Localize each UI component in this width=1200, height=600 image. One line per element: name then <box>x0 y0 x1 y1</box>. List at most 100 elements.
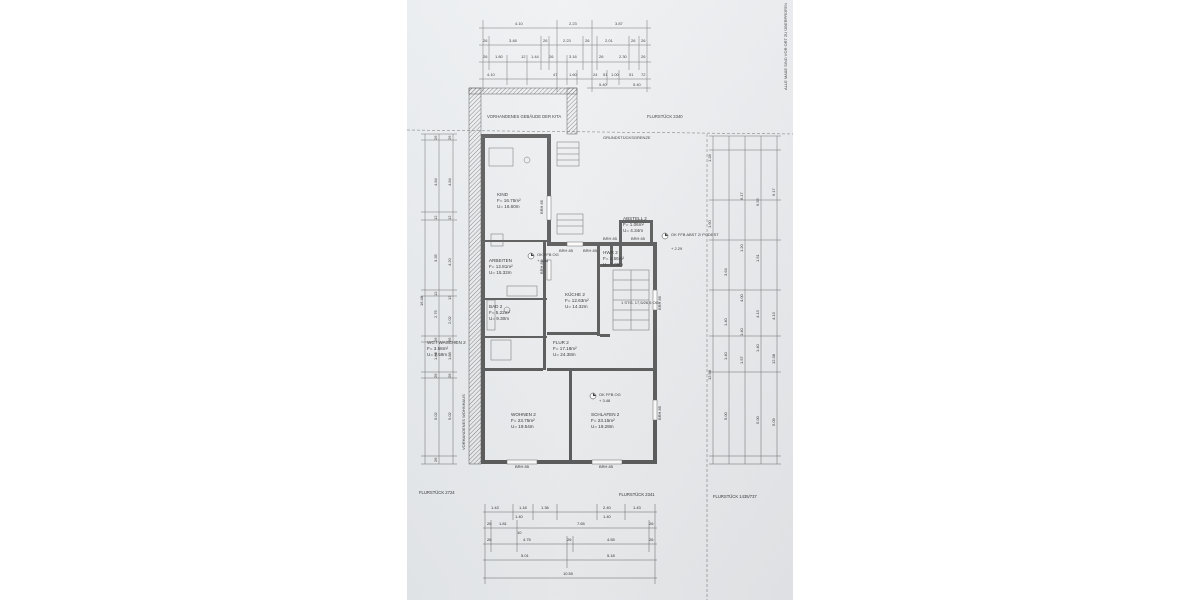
top-dim-r2-8: 26 <box>641 38 646 43</box>
room-bad: BAD 2 F= 5.22m² U= 9.30m <box>489 304 511 321</box>
top-dim-r2-7: 26 <box>631 38 636 43</box>
label-treppe: 1 STG. 17,5/26,5 OG <box>621 300 659 305</box>
svg-text:1.60: 1.60 <box>707 219 712 228</box>
top-dim-r3-1: 26 <box>483 54 488 59</box>
svg-text:1.57: 1.57 <box>739 355 744 364</box>
label-grenze: GRUNDSTÜCKSGRENZE <box>603 135 651 140</box>
svg-text:12.38: 12.38 <box>771 353 776 364</box>
svg-text:26: 26 <box>447 135 452 140</box>
svg-text:U= 16.60m: U= 16.60m <box>497 204 520 209</box>
svg-text:OK FFB OG: OK FFB OG <box>537 252 559 257</box>
svg-text:1.40: 1.40 <box>755 343 760 352</box>
plan-sheet: ALLE MAßE SIND VOR ORT ZU ÜBERPRÜFEN 4.1… <box>407 0 793 600</box>
room-abstell: ABSTELL 2 F= 1.06m² U= 4.34m <box>623 216 647 233</box>
svg-text:5.02: 5.02 <box>433 411 438 420</box>
walls <box>481 134 657 464</box>
svg-text:BRH 85: BRH 85 <box>657 295 662 310</box>
svg-text:1.51: 1.51 <box>755 253 760 262</box>
room-wc: WC / WASCHEN 2 F= 3.58m² U= 7.58m <box>427 340 466 357</box>
svg-text:F= 1.06m²: F= 1.06m² <box>623 222 645 227</box>
svg-text:BRH 85: BRH 85 <box>539 259 544 274</box>
top-dim-r3-4: 1.44 <box>531 54 540 59</box>
svg-text:U= 6.09m: U= 6.09m <box>603 262 623 267</box>
staircase <box>556 141 650 331</box>
svg-text:26: 26 <box>447 373 452 378</box>
windows <box>506 195 658 465</box>
top-dim-r2-1: 26 <box>483 38 488 43</box>
room-schlafen: SCHLAFEN 2 F= 23.15m² U= 19.28m <box>591 412 620 429</box>
svg-text:ARBEITEN: ARBEITEN <box>489 258 512 263</box>
svg-text:6.17: 6.17 <box>739 191 744 200</box>
svg-text:26: 26 <box>649 537 654 542</box>
svg-text:10: 10 <box>517 530 522 535</box>
svg-text:5.00: 5.00 <box>755 415 760 424</box>
svg-text:5.01: 5.01 <box>521 553 530 558</box>
level-marker-3: OK FFB ABST 2/ PODEST + 2.29 <box>661 232 719 251</box>
svg-text:BRH 85: BRH 85 <box>559 248 574 253</box>
top-dim-r2-3: 26 <box>543 38 548 43</box>
svg-text:4.20: 4.20 <box>447 257 452 266</box>
svg-text:F= 5.22m²: F= 5.22m² <box>489 310 511 315</box>
svg-text:SCHLAFEN 2: SCHLAFEN 2 <box>591 412 620 417</box>
svg-text:1.40: 1.40 <box>739 327 744 336</box>
svg-text:U= 19.28m: U= 19.28m <box>591 424 614 429</box>
svg-text:12: 12 <box>447 295 452 300</box>
svg-text:FLUR 2: FLUR 2 <box>553 340 569 345</box>
svg-text:1.43: 1.43 <box>491 505 500 510</box>
room-wohnen: WOHNEN 2 F= 23.75m² U= 19.54m <box>511 412 536 429</box>
svg-text:26: 26 <box>433 337 438 342</box>
svg-text:+ 2.29: + 2.29 <box>671 246 683 251</box>
measure-note: ALLE MAßE SIND VOR ORT ZU ÜBERPRÜFEN <box>783 3 788 90</box>
top-dim-r3-5: 26 <box>549 54 554 59</box>
svg-text:ABSTELL 2: ABSTELL 2 <box>623 216 647 221</box>
svg-text:1.18: 1.18 <box>519 505 528 510</box>
svg-text:F= 3.58m²: F= 3.58m² <box>427 346 449 351</box>
top-dimension-chain: 4.10 2.23 3.87 26 3.48 26 2.23 26 2.01 2… <box>479 20 651 92</box>
room-arbeiten: ARBEITEN F= 12.81m² U= 15.32m <box>489 258 513 275</box>
top-dim-r2-2: 3.48 <box>509 38 518 43</box>
top-dim-1: 4.10 <box>515 21 524 26</box>
svg-text:26: 26 <box>487 521 492 526</box>
svg-text:26: 26 <box>567 537 572 542</box>
existing-wall-top-right <box>566 87 578 135</box>
svg-text:KÜCHE 2: KÜCHE 2 <box>565 291 585 297</box>
top-dim-r4-5: 51 <box>603 72 608 77</box>
svg-text:12: 12 <box>433 215 438 220</box>
top-dim-r3-8: 2.30 <box>619 54 628 59</box>
existing-wall-left <box>468 87 482 465</box>
svg-text:1.36: 1.36 <box>541 505 550 510</box>
svg-text:4.75: 4.75 <box>523 537 532 542</box>
svg-text:16.48: 16.48 <box>419 295 424 306</box>
right-dimension-chain: 1.28 1.60 3.64 1.40 1.40 12.58 5.00 6.17… <box>707 135 781 465</box>
svg-text:2.75: 2.75 <box>433 309 438 318</box>
svg-text:1.40: 1.40 <box>723 351 728 360</box>
top-dim-r2-5: 26 <box>585 38 590 43</box>
svg-text:F= 12.63m²: F= 12.63m² <box>565 298 589 303</box>
top-dim-3: 3.87 <box>615 21 624 26</box>
top-dim-r3-3: 12 <box>521 54 526 59</box>
svg-text:4.84: 4.84 <box>447 177 452 186</box>
level-marker-1: OK FFB OG + 3.48 <box>527 252 559 263</box>
label-kita: VORHANDENES GEBÄUDE DER KITA <box>487 114 561 119</box>
svg-text:2.02: 2.02 <box>447 315 452 324</box>
svg-text:U= 15.32m: U= 15.32m <box>489 270 512 275</box>
svg-text:HWR 2: HWR 2 <box>603 250 618 255</box>
boundary-line-top <box>407 129 793 135</box>
svg-text:4.84: 4.84 <box>433 177 438 186</box>
svg-text:6.55: 6.55 <box>755 197 760 206</box>
brh-labels: BRH 85 BRH 85 BRH 85 BRH 85 BRH 85 BRH 8… <box>515 199 662 469</box>
svg-text:12: 12 <box>433 291 438 296</box>
top-dim-r5-1: 5.40 <box>599 82 608 87</box>
svg-text:1.43: 1.43 <box>633 505 642 510</box>
svg-text:5.02: 5.02 <box>447 411 452 420</box>
top-dim-r3-2: 1.80 <box>495 54 504 59</box>
svg-text:26: 26 <box>649 521 654 526</box>
svg-text:F= 16.75m²: F= 16.75m² <box>497 198 521 203</box>
svg-text:U= 24.38m: U= 24.38m <box>553 352 576 357</box>
svg-text:WOHNEN 2: WOHNEN 2 <box>511 412 536 417</box>
svg-text:OK FFB OG: OK FFB OG <box>599 392 621 397</box>
svg-text:BRH 85: BRH 85 <box>515 464 530 469</box>
svg-text:BRH 85: BRH 85 <box>603 236 618 241</box>
svg-text:4.13: 4.13 <box>755 309 760 318</box>
svg-text:OK FFB ABST 2/ PODEST: OK FFB ABST 2/ PODEST <box>671 232 719 237</box>
